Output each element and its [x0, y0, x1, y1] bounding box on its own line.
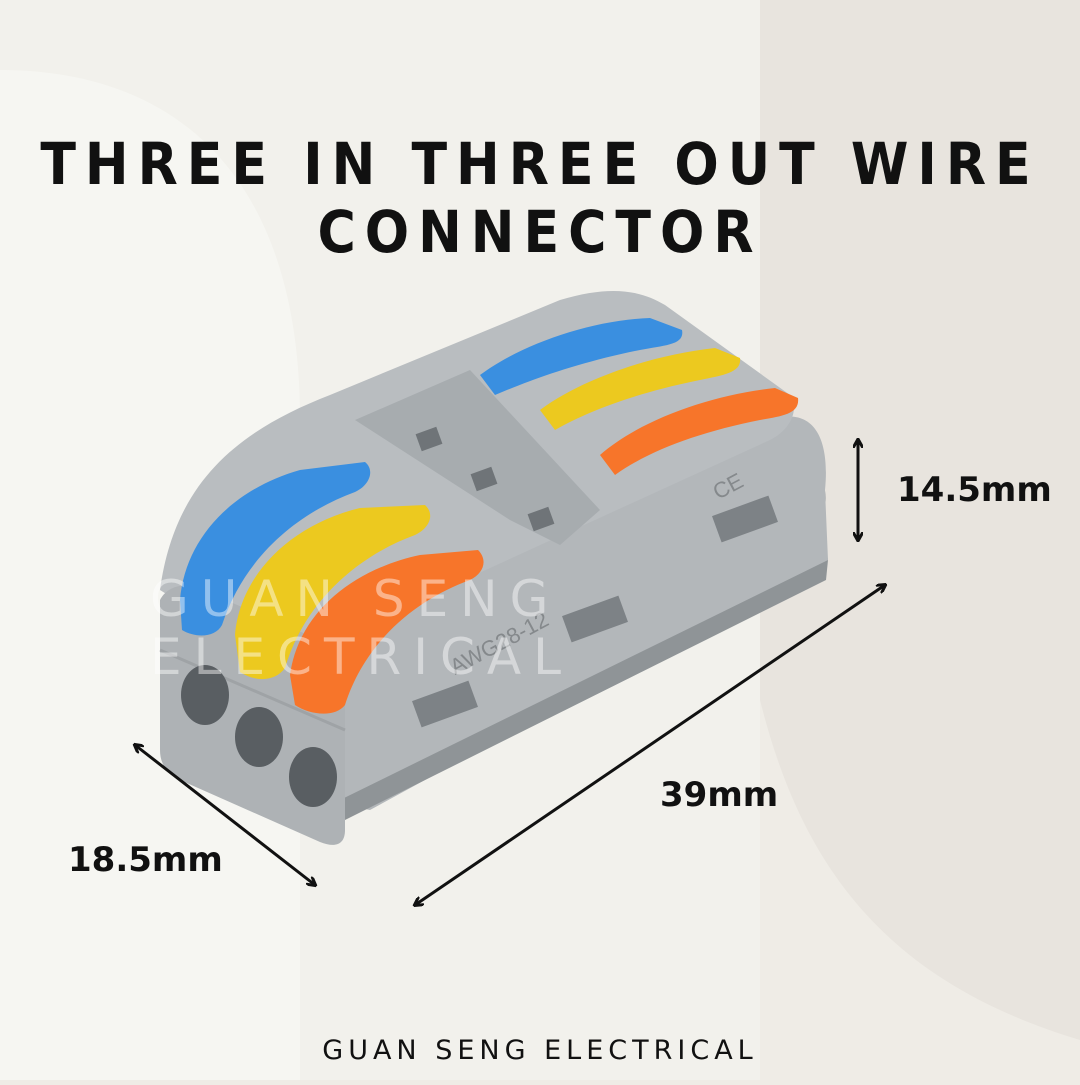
lever-yellow-back: [540, 348, 741, 430]
width-dimension-arrow: [135, 745, 315, 885]
wire-hole: [181, 665, 229, 725]
height-label: 14.5mm: [897, 470, 1052, 510]
lever-blue-front: [180, 462, 371, 636]
length-dimension-arrow: [415, 585, 885, 905]
wire-hole: [235, 707, 283, 767]
lever-blue-back: [480, 318, 683, 395]
width-label: 18.5mm: [68, 840, 223, 880]
lever-orange-back: [600, 388, 799, 475]
wire-hole: [289, 747, 337, 807]
side-slot: [712, 495, 778, 543]
page-title: THREE IN THREE OUT WIRE CONNECTOR: [40, 130, 1040, 266]
length-label: 39mm: [660, 775, 779, 815]
watermark: GUAN SENG ELECTRICAL: [150, 570, 573, 686]
lever-yellow-front: [235, 505, 431, 680]
brand-footer: GUAN SENG ELECTRICAL: [322, 1035, 758, 1066]
